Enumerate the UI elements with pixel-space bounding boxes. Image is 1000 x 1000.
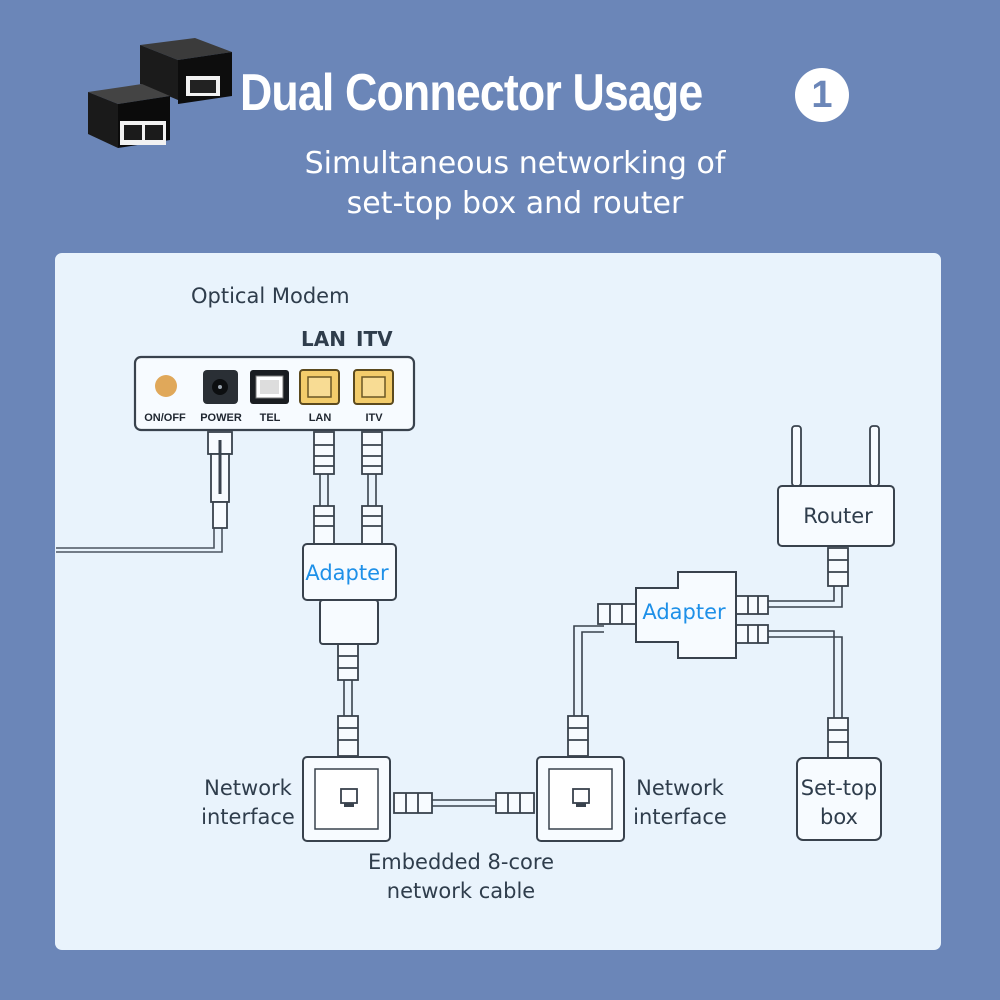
page-title: Dual Connector Usage [240, 64, 703, 122]
set-top-box [796, 757, 882, 841]
network-left-label-line2: interface [201, 805, 295, 829]
adapter-left-label: Adapter [305, 561, 389, 585]
modem-title: Optical Modem [191, 284, 350, 308]
port-label-onoff: ON/OFF [144, 412, 186, 424]
optical-modem [133, 355, 416, 432]
port-label-lan: LAN [309, 412, 332, 424]
port-label-tel: TEL [260, 412, 281, 424]
adapter-right [635, 571, 737, 659]
network-interface-left [302, 756, 391, 842]
settop-label-line2: box [820, 805, 858, 829]
port-label-itv: ITV [365, 412, 383, 424]
rj45-plugs [313, 431, 849, 814]
adapter-left [302, 543, 397, 645]
router [777, 425, 895, 547]
subtitle-line1: Simultaneous networking of [304, 146, 726, 181]
modem-itv-label: ITV [356, 327, 393, 351]
network-right-label-line2: interface [633, 805, 727, 829]
router-label: Router [803, 504, 873, 528]
cable-label-line2: network cable [387, 879, 535, 903]
power-button-icon [155, 375, 177, 397]
port-label-power: POWER [200, 412, 242, 424]
network-right-label-line1: Network [636, 776, 725, 800]
network-left-label-line1: Network [204, 776, 293, 800]
power-plug-icon [207, 431, 233, 529]
adapter-right-label: Adapter [642, 600, 726, 624]
step-badge: 1 [795, 68, 849, 122]
modem-lan-label: LAN [301, 327, 346, 351]
network-interface-right [536, 756, 625, 842]
subtitle-line2: set-top box and router [346, 186, 684, 221]
cable-label-line1: Embedded 8-core [368, 850, 554, 874]
product-image [88, 38, 232, 148]
settop-label-line1: Set-top [801, 776, 877, 800]
